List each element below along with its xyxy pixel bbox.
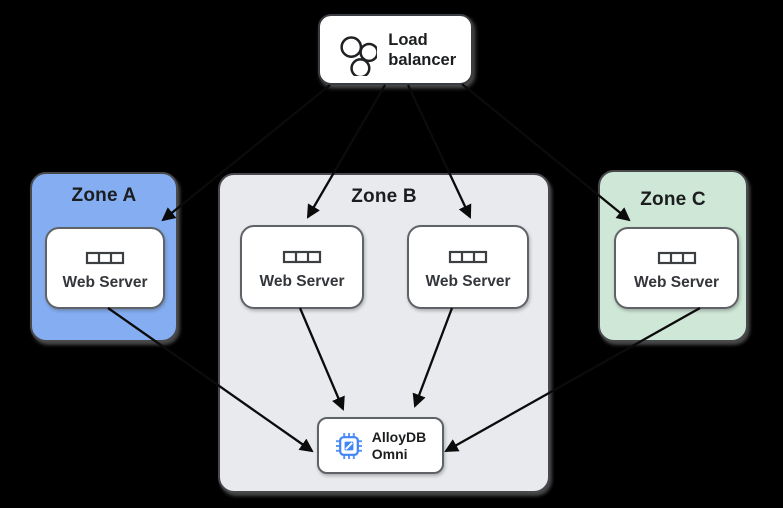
zone-c-title: Zone C [640,189,706,210]
load-balancer-icon [340,35,378,76]
zone-a-title: Zone A [71,185,137,206]
zone-b: Zone B Web Server Web Server [218,173,550,493]
zone-a-web-server: Web Server [45,227,165,309]
web-server-label: Web Server [62,273,148,291]
web-server-label: Web Server [259,272,345,290]
web-server-label: Web Server [425,272,511,290]
zone-b-web-server-2: Web Server [407,225,529,309]
zone-a: Zone A Web Server [30,172,178,342]
server-rack-icon [448,250,488,263]
zone-c: Zone C Web Server [598,170,748,342]
alloydb-omni-node: AlloyDB Omni [317,417,444,474]
server-rack-icon [282,250,322,263]
load-balancer-node: Load balancer [318,14,473,85]
zone-b-web-server-1: Web Server [240,225,364,309]
alloydb-label-line2: Omni [371,445,408,462]
zone-c-web-server: Web Server [614,227,739,309]
server-rack-icon [85,251,125,264]
alloydb-omni-label: AlloyDB Omni [372,429,426,463]
load-balancer-label: Load balancer [388,30,457,69]
web-server-label: Web Server [633,273,719,291]
server-rack-icon [657,251,696,264]
zone-b-title: Zone B [351,186,417,207]
alloydb-chip-icon [335,432,362,459]
alloydb-label-line1: AlloyDB [371,428,427,445]
